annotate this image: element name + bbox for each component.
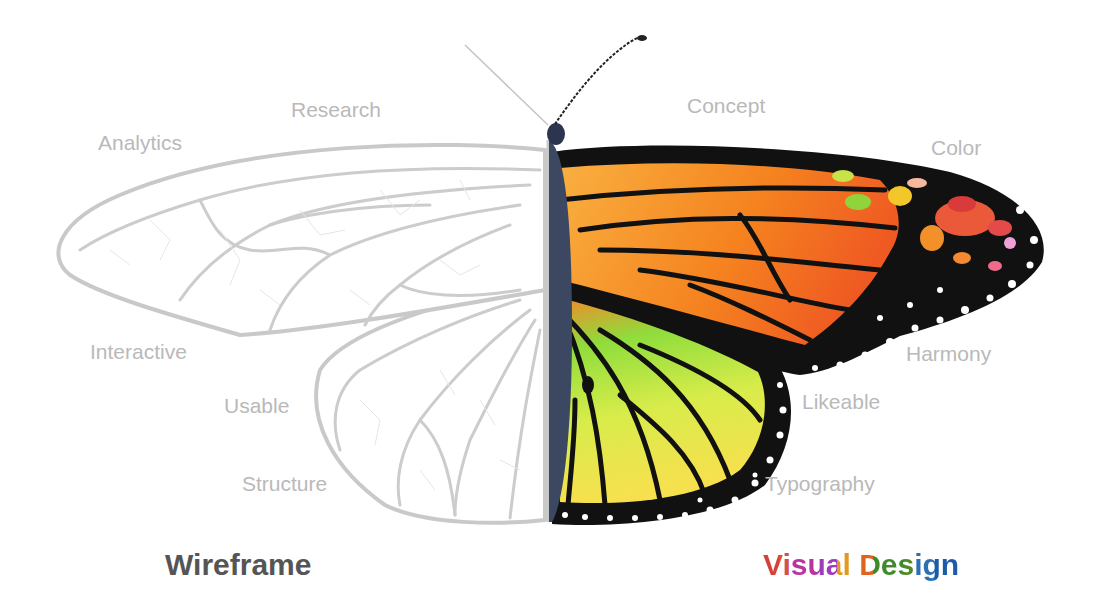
half-caption: Wireframe — [165, 548, 311, 583]
dot — [961, 306, 969, 314]
vein — [270, 205, 430, 225]
vein — [690, 285, 810, 340]
vein — [80, 168, 540, 250]
head — [547, 123, 565, 145]
half-caption: Visual Design — [763, 548, 959, 583]
antenna-tip — [637, 35, 647, 41]
wireframe-aspect: Structure — [242, 472, 327, 496]
vein — [580, 218, 895, 230]
dot — [912, 325, 919, 332]
vein — [420, 420, 455, 515]
dot — [1027, 262, 1034, 269]
dot — [752, 480, 759, 487]
dot — [877, 315, 883, 321]
visual-aspect: Likeable — [802, 390, 880, 414]
visual-aspect: Typography — [765, 472, 875, 496]
visual-aspect: Color — [931, 136, 981, 160]
dot — [987, 295, 994, 302]
wireframe-aspect: Usable — [224, 394, 289, 418]
dot — [582, 514, 588, 520]
vein — [600, 250, 880, 270]
wireframe-wing — [58, 145, 545, 523]
wireframe-aspect: Interactive — [90, 340, 187, 364]
dot — [780, 407, 787, 414]
dot — [1030, 236, 1038, 244]
vein — [740, 215, 790, 300]
dot — [997, 177, 1003, 183]
white-dots — [562, 177, 1038, 521]
dot — [937, 287, 943, 293]
forewing-color — [560, 163, 899, 345]
color-spot — [988, 261, 1002, 271]
visual-aspect: Harmony — [906, 342, 991, 366]
wire-forewing — [58, 145, 545, 335]
dot — [682, 512, 688, 518]
dot — [777, 432, 784, 439]
color-spot — [953, 252, 971, 264]
dot — [753, 473, 758, 478]
wireframe-aspect: Research — [291, 98, 381, 122]
visual-aspect: Concept — [687, 94, 765, 118]
color-spot — [907, 178, 927, 188]
dot — [907, 302, 913, 308]
dot — [886, 338, 894, 346]
vein — [600, 330, 730, 480]
body — [549, 140, 572, 522]
color-spot — [948, 196, 976, 212]
wire-cells — [110, 180, 520, 490]
wire-cell — [110, 180, 520, 490]
dot — [937, 317, 944, 324]
dot — [1016, 206, 1024, 214]
dot — [657, 514, 663, 520]
vein — [398, 310, 530, 505]
forewing-border — [552, 146, 1044, 375]
vein — [560, 188, 885, 200]
dot — [812, 365, 818, 371]
subapical-spots — [832, 170, 1016, 271]
color-spot — [832, 170, 854, 182]
color-spot — [920, 225, 944, 251]
dot — [862, 352, 869, 359]
vein — [400, 285, 520, 295]
forewing-veins — [560, 188, 895, 340]
dot — [607, 515, 613, 521]
vein — [510, 330, 540, 518]
vein — [640, 270, 850, 310]
wire-veins — [80, 168, 540, 518]
color-spot — [845, 194, 871, 210]
wire-antenna — [465, 45, 548, 125]
color-spot — [988, 220, 1012, 236]
dot — [767, 457, 774, 464]
dot — [837, 362, 844, 369]
vein — [620, 395, 705, 495]
dot — [732, 497, 739, 504]
antenna — [555, 37, 645, 124]
color-spot — [888, 186, 912, 206]
vein — [200, 200, 330, 255]
wireframe-aspect: Analytics — [98, 131, 182, 155]
color-spot — [1004, 237, 1016, 249]
hindwing-spot — [582, 376, 594, 394]
dot — [698, 498, 703, 503]
dot — [562, 512, 568, 518]
dot — [707, 507, 714, 514]
dot — [632, 515, 638, 521]
dot — [777, 382, 783, 388]
dot — [1008, 280, 1016, 288]
